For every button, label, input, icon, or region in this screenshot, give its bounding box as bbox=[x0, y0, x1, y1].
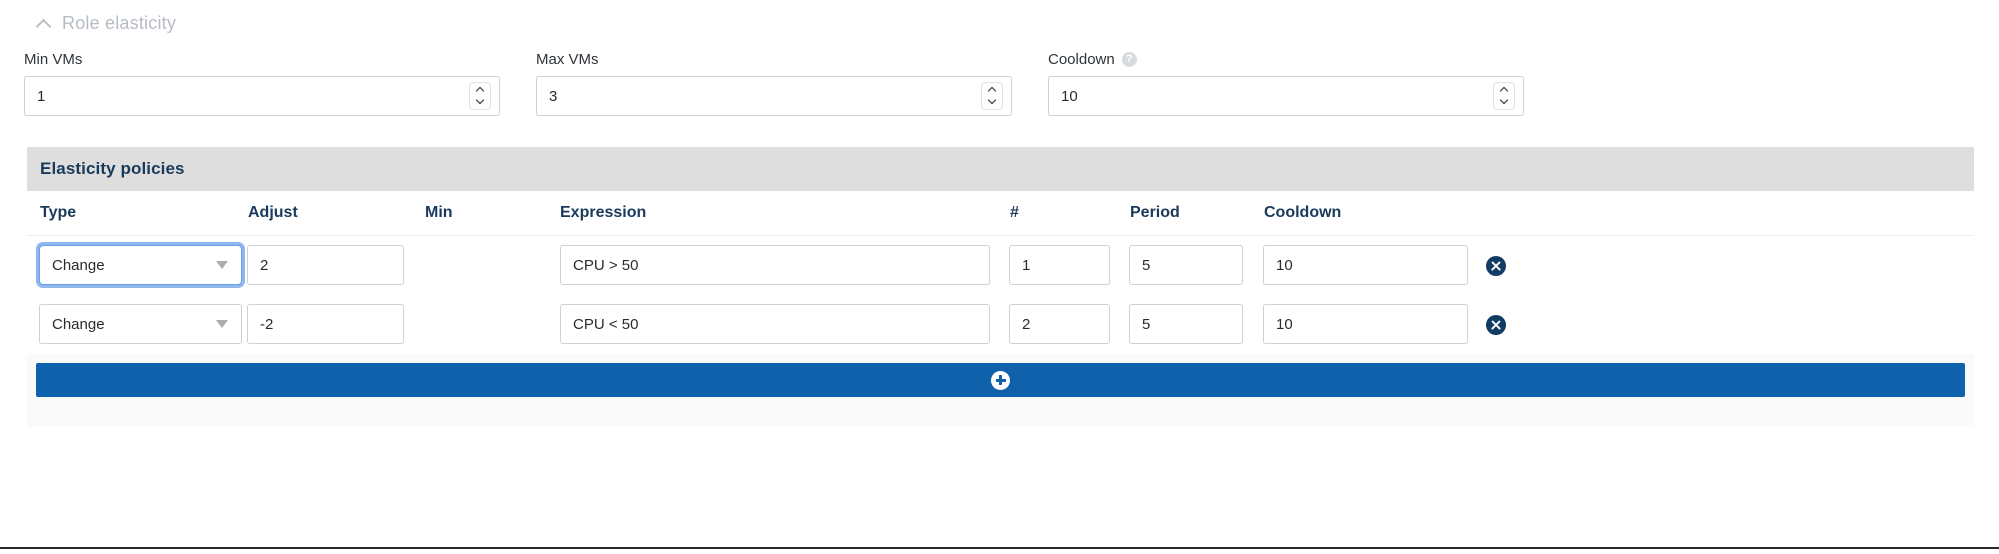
policy-expression-input[interactable]: CPU > 50 bbox=[560, 245, 990, 285]
policy-expression-cell: CPU < 50 bbox=[560, 304, 990, 344]
cooldown-label-text: Cooldown bbox=[1048, 50, 1115, 68]
chevron-down-icon[interactable] bbox=[216, 320, 228, 328]
elasticity-policies-table: Type Adjust Min Expression # Period Cool… bbox=[27, 191, 1974, 354]
table-header-row: Type Adjust Min Expression # Period Cool… bbox=[27, 191, 1974, 236]
policy-type-select[interactable]: Change bbox=[39, 245, 242, 285]
column-header-min: Min bbox=[425, 204, 453, 221]
policy-adjust-input[interactable]: 2 bbox=[247, 245, 404, 285]
column-header-adjust: Adjust bbox=[248, 204, 298, 221]
table-row: Change -2 CPU < 50 2 5 10 bbox=[27, 295, 1974, 354]
policy-expression-input[interactable]: CPU < 50 bbox=[560, 304, 990, 344]
min-vms-label-text: Min VMs bbox=[24, 50, 83, 68]
min-vms-stepper[interactable] bbox=[469, 82, 491, 110]
policy-type-cell: Change bbox=[39, 304, 242, 344]
elasticity-policies-title-bar: Elasticity policies bbox=[27, 147, 1974, 191]
policy-cooldown-input[interactable]: 10 bbox=[1263, 304, 1468, 344]
max-vms-value: 3 bbox=[549, 87, 558, 105]
policy-cooldown-cell: 10 bbox=[1263, 304, 1468, 344]
close-circle-icon[interactable] bbox=[1486, 256, 1506, 276]
elasticity-policies-title: Elasticity policies bbox=[40, 159, 185, 178]
max-vms-stepper[interactable] bbox=[981, 82, 1003, 110]
stepper-up-icon[interactable] bbox=[989, 87, 996, 94]
cooldown-input[interactable]: 10 bbox=[1048, 76, 1524, 116]
policy-cooldown-input[interactable]: 10 bbox=[1263, 245, 1468, 285]
max-vms-field: Max VMs 3 bbox=[536, 50, 1012, 116]
policy-type-value: Change bbox=[52, 315, 105, 333]
policy-expression-cell: CPU > 50 bbox=[560, 245, 990, 285]
chevron-down-icon[interactable] bbox=[216, 261, 228, 269]
policy-count-input[interactable]: 2 bbox=[1009, 304, 1110, 344]
elasticity-fields-row: Min VMs 1 Max VMs 3 Cooldown ? 10 bbox=[0, 50, 1999, 128]
policy-count-cell: 2 bbox=[1009, 304, 1110, 344]
policy-period-cell: 5 bbox=[1129, 245, 1243, 285]
policy-period-input[interactable]: 5 bbox=[1129, 245, 1243, 285]
table-row: Change 2 CPU > 50 1 5 10 bbox=[27, 236, 1974, 295]
cooldown-field: Cooldown ? 10 bbox=[1048, 50, 1524, 116]
close-circle-icon[interactable] bbox=[1486, 315, 1506, 335]
policy-cooldown-cell: 10 bbox=[1263, 245, 1468, 285]
column-header-count: # bbox=[1010, 204, 1019, 221]
column-header-expression: Expression bbox=[560, 204, 647, 221]
max-vms-input[interactable]: 3 bbox=[536, 76, 1012, 116]
role-elasticity-section-header[interactable]: Role elasticity bbox=[36, 10, 176, 36]
cooldown-value: 10 bbox=[1061, 87, 1078, 105]
policy-count-input[interactable]: 1 bbox=[1009, 245, 1110, 285]
column-header-period: Period bbox=[1130, 204, 1180, 221]
cooldown-label: Cooldown ? bbox=[1048, 50, 1524, 68]
add-policy-button[interactable] bbox=[36, 363, 1965, 397]
max-vms-label-text: Max VMs bbox=[536, 50, 599, 68]
bottom-divider bbox=[0, 547, 1999, 549]
policy-type-value: Change bbox=[52, 256, 105, 274]
column-header-type: Type bbox=[40, 204, 77, 221]
stepper-down-icon[interactable] bbox=[477, 98, 484, 105]
policy-count-cell: 1 bbox=[1009, 245, 1110, 285]
policy-adjust-cell: -2 bbox=[247, 304, 404, 344]
plus-circle-icon bbox=[991, 370, 1010, 390]
policy-type-cell: Change bbox=[39, 245, 242, 285]
page-title: Role elasticity bbox=[62, 12, 177, 33]
policy-type-select[interactable]: Change bbox=[39, 304, 242, 344]
stepper-up-icon[interactable] bbox=[1501, 87, 1508, 94]
policy-period-cell: 5 bbox=[1129, 304, 1243, 344]
policy-adjust-input[interactable]: -2 bbox=[247, 304, 404, 344]
min-vms-label: Min VMs bbox=[24, 50, 500, 68]
min-vms-input[interactable]: 1 bbox=[24, 76, 500, 116]
elasticity-policies-panel: Elasticity policies Type Adjust Min Expr… bbox=[27, 147, 1974, 427]
policy-delete-cell bbox=[1486, 315, 1506, 335]
stepper-down-icon[interactable] bbox=[989, 98, 996, 105]
stepper-up-icon[interactable] bbox=[477, 87, 484, 94]
min-vms-value: 1 bbox=[37, 87, 46, 105]
column-header-cooldown: Cooldown bbox=[1264, 204, 1342, 221]
chevron-up-icon bbox=[36, 15, 52, 31]
cooldown-stepper[interactable] bbox=[1493, 82, 1515, 110]
policy-delete-cell bbox=[1486, 256, 1506, 276]
max-vms-label: Max VMs bbox=[536, 50, 1012, 68]
min-vms-field: Min VMs 1 bbox=[24, 50, 500, 116]
question-mark-icon[interactable]: ? bbox=[1121, 51, 1137, 67]
policy-period-input[interactable]: 5 bbox=[1129, 304, 1243, 344]
policy-adjust-cell: 2 bbox=[247, 245, 404, 285]
stepper-down-icon[interactable] bbox=[1501, 98, 1508, 105]
